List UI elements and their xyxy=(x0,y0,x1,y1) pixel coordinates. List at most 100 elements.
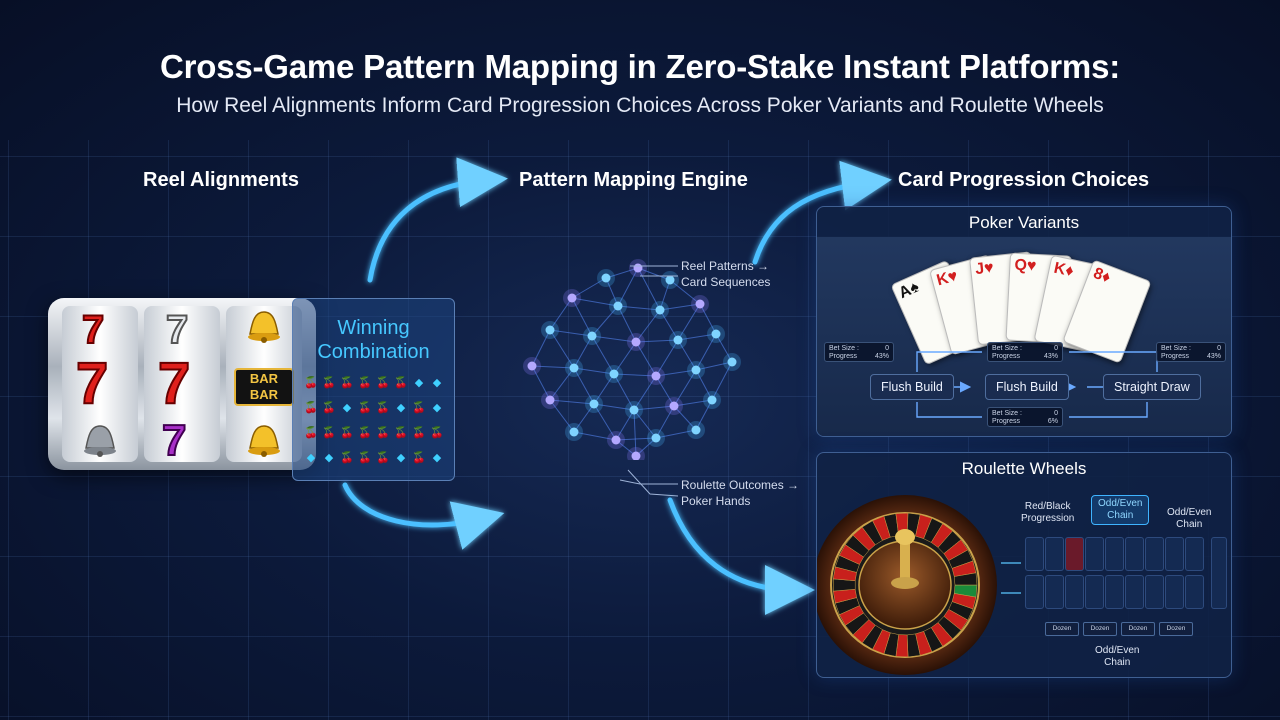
diamond-icon: ◆ xyxy=(324,452,334,464)
cherry-icon: 🍒 xyxy=(412,452,426,464)
network-node xyxy=(631,451,641,460)
network-node xyxy=(707,395,717,405)
winning-label-line2: Combination xyxy=(317,341,430,363)
network-node xyxy=(587,331,597,341)
network-edge xyxy=(605,277,619,307)
arrow-engine-to-roulette xyxy=(667,497,815,615)
arrow-reels-to-engine-top xyxy=(367,157,508,283)
network-node xyxy=(651,371,661,381)
betting-cell[interactable] xyxy=(1145,537,1164,571)
betting-cell[interactable] xyxy=(1085,537,1104,571)
network-node xyxy=(609,369,619,379)
network-edge xyxy=(711,361,733,401)
outside-bet-cell[interactable] xyxy=(1211,537,1227,609)
network-edge xyxy=(591,335,615,375)
annotation-reel-patterns: Reel Patterns → Card Sequences xyxy=(681,259,771,290)
diamond-icon: ◆ xyxy=(432,402,442,414)
network-node xyxy=(631,337,641,347)
bar-symbol: BAR BAR xyxy=(234,368,294,406)
network-edge xyxy=(673,369,697,407)
network-edge xyxy=(633,405,675,411)
betting-cell[interactable] xyxy=(1085,575,1104,609)
network-edge xyxy=(549,329,593,337)
reel-3: BAR BAR xyxy=(226,306,302,462)
cherry-icon: 🍒 xyxy=(322,402,336,414)
pattern-mapping-network xyxy=(523,259,741,460)
network-edge xyxy=(531,365,551,401)
cherry-icon: 🍒 xyxy=(430,427,444,439)
betting-cell[interactable] xyxy=(1185,537,1204,571)
network-edge xyxy=(593,403,617,441)
cherry-icon: 🍒 xyxy=(304,377,318,389)
network-node xyxy=(569,363,579,373)
network-edge xyxy=(605,267,639,279)
roulette-wheel xyxy=(817,495,997,675)
dozen-bet-button[interactable]: Dozen xyxy=(1121,622,1155,636)
network-node xyxy=(673,335,683,345)
betting-cell[interactable] xyxy=(1125,537,1144,571)
cherry-icon: 🍒 xyxy=(376,452,390,464)
network-edge xyxy=(613,373,635,411)
dozen-bet-button[interactable]: Dozen xyxy=(1083,622,1117,636)
network-edge xyxy=(637,267,671,281)
network-node xyxy=(527,361,537,371)
network-edge xyxy=(699,303,717,335)
page-subtitle: How Reel Alignments Inform Card Progress… xyxy=(176,94,1104,117)
roulette-pocket xyxy=(954,572,978,586)
betting-cell[interactable] xyxy=(1045,575,1064,609)
network-edge xyxy=(635,339,679,343)
betting-cell[interactable] xyxy=(1105,575,1124,609)
network-edge xyxy=(633,409,637,457)
poker-node-flush-build-1[interactable]: Flush Build xyxy=(870,374,954,400)
betting-cell[interactable] xyxy=(1185,575,1204,609)
betting-cell[interactable] xyxy=(1165,575,1184,609)
diamond-icon: ◆ xyxy=(396,402,406,414)
arrow-reels-to-engine-bottom xyxy=(342,482,505,550)
seven-symbol: 7 xyxy=(157,350,191,417)
network-edge xyxy=(617,305,637,343)
cherry-icon: 🍒 xyxy=(358,377,372,389)
poker-node-flush-build-2[interactable]: Flush Build xyxy=(985,374,1069,400)
dozen-bet-button[interactable]: Dozen xyxy=(1159,622,1193,636)
network-node xyxy=(613,301,623,311)
betting-cell[interactable] xyxy=(1145,575,1164,609)
betting-cell[interactable] xyxy=(1025,537,1044,571)
betting-cell[interactable] xyxy=(1025,575,1044,609)
betting-cell[interactable] xyxy=(1065,575,1084,609)
network-node xyxy=(569,427,579,437)
network-node xyxy=(629,405,639,415)
network-edge xyxy=(695,369,713,401)
dozen-bet-button[interactable]: Dozen xyxy=(1045,622,1079,636)
cherry-icon: 🍒 xyxy=(340,377,354,389)
network-edge xyxy=(615,409,635,441)
cherry-icon: 🍒 xyxy=(340,427,354,439)
network-edge xyxy=(635,309,661,343)
roulette-grid-arrows xyxy=(1001,562,1021,594)
network-edge xyxy=(695,333,717,371)
diamond-icon: ◆ xyxy=(432,377,442,389)
network-edge xyxy=(549,399,575,433)
betting-cell[interactable] xyxy=(1165,537,1184,571)
poker-node-straight-draw[interactable]: Straight Draw xyxy=(1103,374,1201,400)
poker-variants-panel: Poker Variants A♠K♥J♥Q♥K♦8♦ Bet Size :0 … xyxy=(816,206,1232,437)
network-edge xyxy=(617,267,639,307)
betting-cell[interactable] xyxy=(1125,575,1144,609)
network-node xyxy=(655,305,665,315)
network-edge xyxy=(673,399,713,407)
betting-cell[interactable] xyxy=(1045,537,1064,571)
network-edge xyxy=(593,373,615,405)
network-edge xyxy=(591,305,619,337)
cherry-icon: 🍒 xyxy=(394,427,408,439)
betting-cell[interactable] xyxy=(1105,537,1124,571)
bell-icon xyxy=(84,425,116,457)
cherry-icon: 🍒 xyxy=(358,427,372,439)
network-edge xyxy=(531,329,551,367)
network-node xyxy=(651,433,661,443)
betting-cell[interactable] xyxy=(1065,537,1084,571)
network-edge xyxy=(695,399,713,431)
